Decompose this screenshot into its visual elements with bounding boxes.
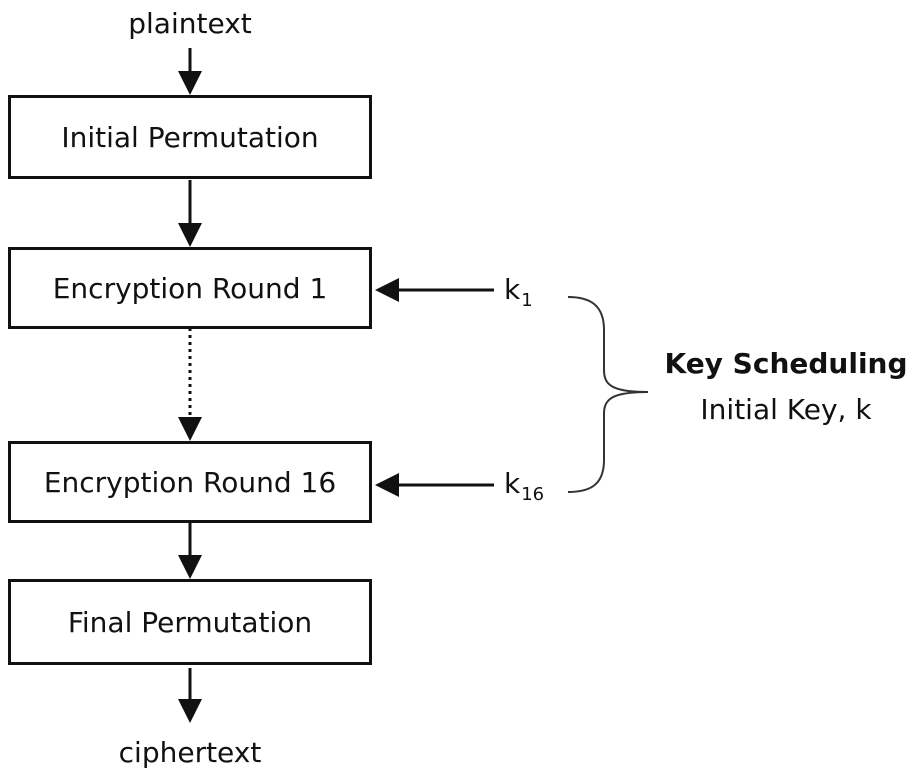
key-schedule-brace — [567, 296, 649, 493]
key-scheduling-title: Key Scheduling — [664, 347, 908, 380]
subkey-k1-label: k1 — [504, 273, 533, 310]
plaintext-label: plaintext — [128, 7, 252, 40]
subkey-k1-index: 1 — [521, 290, 533, 311]
final-permutation-box: Final Permutation — [8, 579, 372, 665]
encryption-round-16-box: Encryption Round 16 — [8, 441, 372, 523]
subkey-k16-index: 16 — [521, 484, 545, 505]
subkey-k16-label: k16 — [504, 467, 544, 504]
initial-permutation-box: Initial Permutation — [8, 95, 372, 179]
key-scheduling-subtitle: Initial Key, k — [700, 393, 872, 426]
subkey-k1-base: k — [504, 273, 521, 306]
ciphertext-label: ciphertext — [118, 736, 262, 769]
subkey-k16-base: k — [504, 467, 521, 500]
encryption-round-1-box: Encryption Round 1 — [8, 247, 372, 329]
